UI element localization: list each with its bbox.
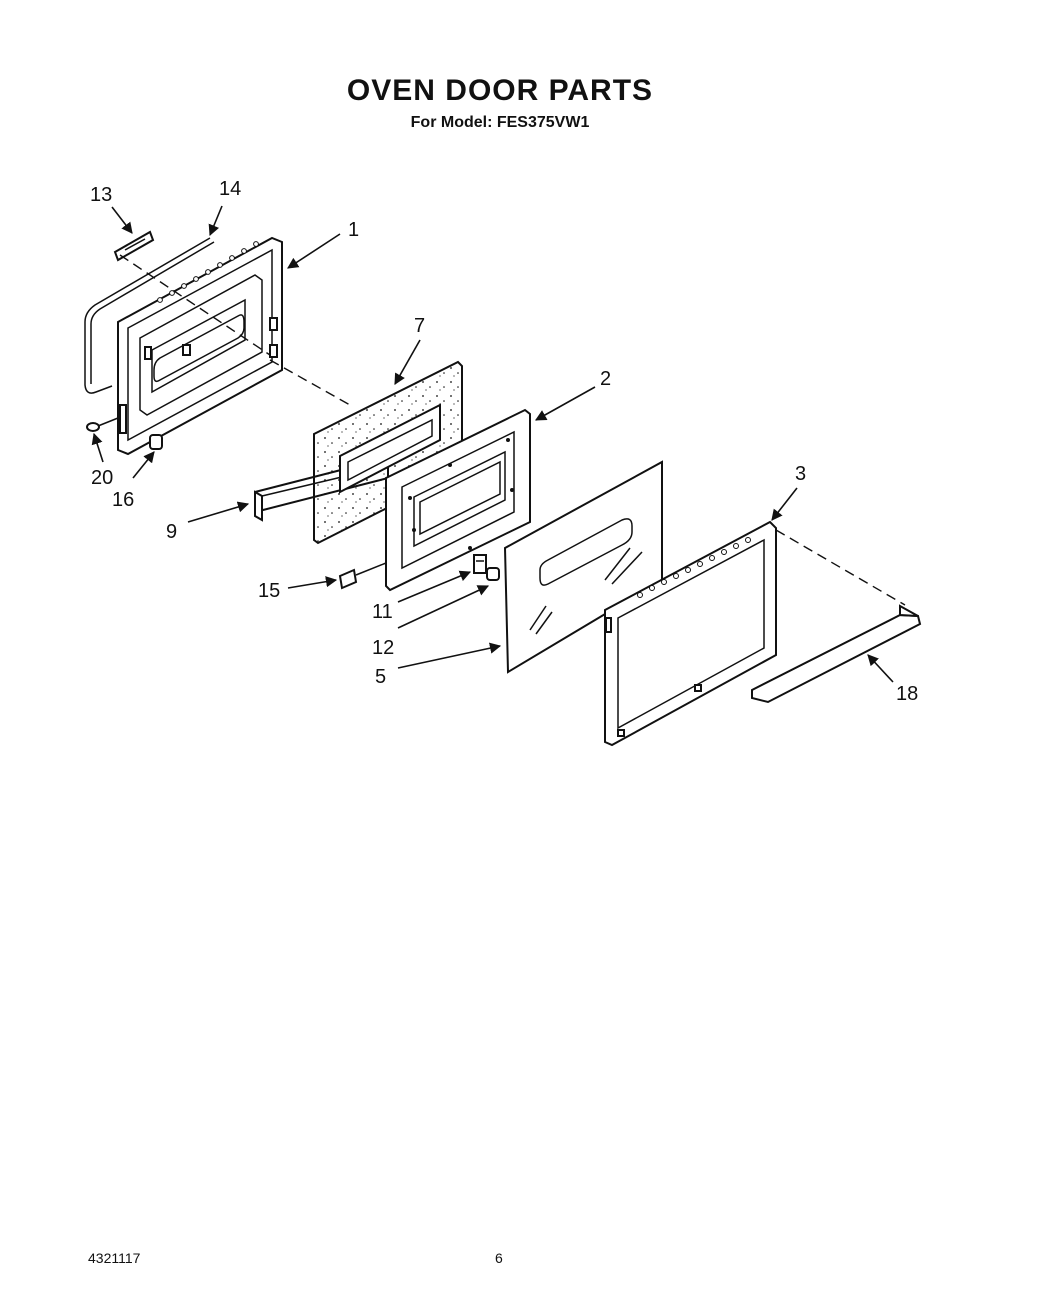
part-20-screw [86,417,119,432]
callout-1: 1 [348,219,359,241]
callout-20: 20 [91,467,113,489]
callout-12: 12 [372,637,394,659]
part-16-clip [149,434,163,450]
part-7-insulation [313,360,463,545]
document-number: 4321117 [88,1250,141,1266]
callout-7: 7 [414,315,425,337]
part-3-outer-frame [604,520,906,747]
callout-2: 2 [600,368,611,390]
part-1-inner-panel [117,236,351,456]
door-liner-holes [408,438,514,550]
callout-labels: 13 14 1 7 2 3 20 16 9 15 11 12 5 18 [90,178,918,705]
inner-panel-holes [157,241,259,303]
callout-5: 5 [375,666,386,688]
leader-lines [91,205,894,683]
callout-14: 14 [219,178,241,200]
callout-16: 16 [112,489,134,511]
part-12-spacer [486,567,500,581]
part-15-screw [338,562,387,590]
callout-15: 15 [258,580,280,602]
part-2-door-liner [385,408,531,592]
model-subtitle: For Model: FES375VW1 [410,114,590,131]
callout-3: 3 [795,463,806,485]
page-title: OVEN DOOR PARTS [346,74,654,107]
callout-9: 9 [166,521,177,543]
outer-frame-holes [637,537,751,598]
part-18-door-trim [751,604,922,704]
callout-13: 13 [90,184,112,206]
callout-11: 11 [372,601,393,623]
part-14-gasket [84,237,215,394]
callout-18: 18 [896,683,918,705]
page-number: 6 [495,1250,503,1266]
part-11-latch-bracket [473,554,487,574]
part-13-bracket [113,230,155,262]
